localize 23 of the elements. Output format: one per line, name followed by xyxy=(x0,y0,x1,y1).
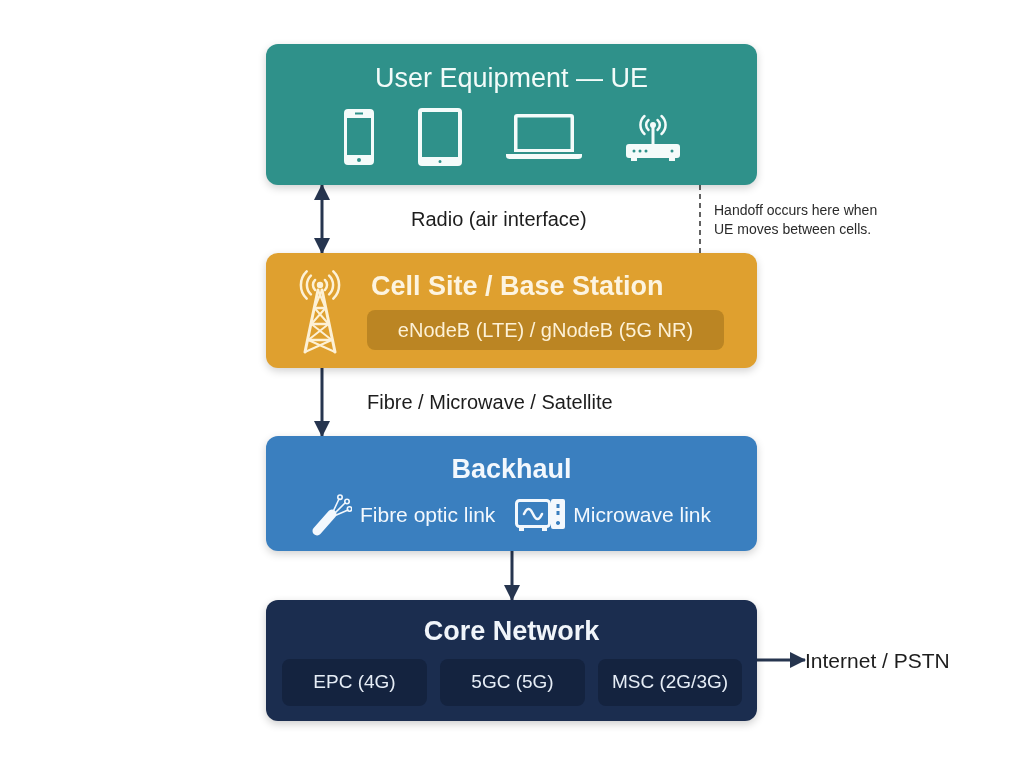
double-arrow xyxy=(314,184,330,254)
panel-title: Cell Site / Base Station xyxy=(371,270,664,303)
arrow xyxy=(757,652,806,668)
core-component-tile: EPC (4G) xyxy=(282,659,427,706)
edge-label: Fibre / Microwave / Satellite xyxy=(367,390,614,415)
link-label: Fibre optic link xyxy=(359,502,496,528)
core-network-panel xyxy=(266,600,757,721)
edge-label: Radio (air interface) xyxy=(411,207,588,232)
core-component-tile: 5GC (5G) xyxy=(440,659,585,706)
panel-title: Backhaul xyxy=(451,453,572,486)
link-label: Microwave link xyxy=(573,502,712,528)
user-equipment-panel xyxy=(266,44,757,185)
backhaul-panel xyxy=(266,436,757,551)
panel-title: User Equipment — UE xyxy=(374,62,649,95)
arrow xyxy=(504,551,520,601)
cell-site-panel xyxy=(266,253,757,368)
arrow xyxy=(314,368,330,437)
edge-label: Handoff occurs here when UE moves between cells. xyxy=(714,201,879,239)
core-component-tile: MSC (2G/3G) xyxy=(598,659,742,706)
endpoint-label: Internet / PSTN xyxy=(805,646,985,676)
panel-title: Core Network xyxy=(423,615,600,648)
dashed-line xyxy=(699,184,701,254)
technology-pill: eNodeB (LTE) / gNodeB (5G NR) xyxy=(367,310,724,350)
